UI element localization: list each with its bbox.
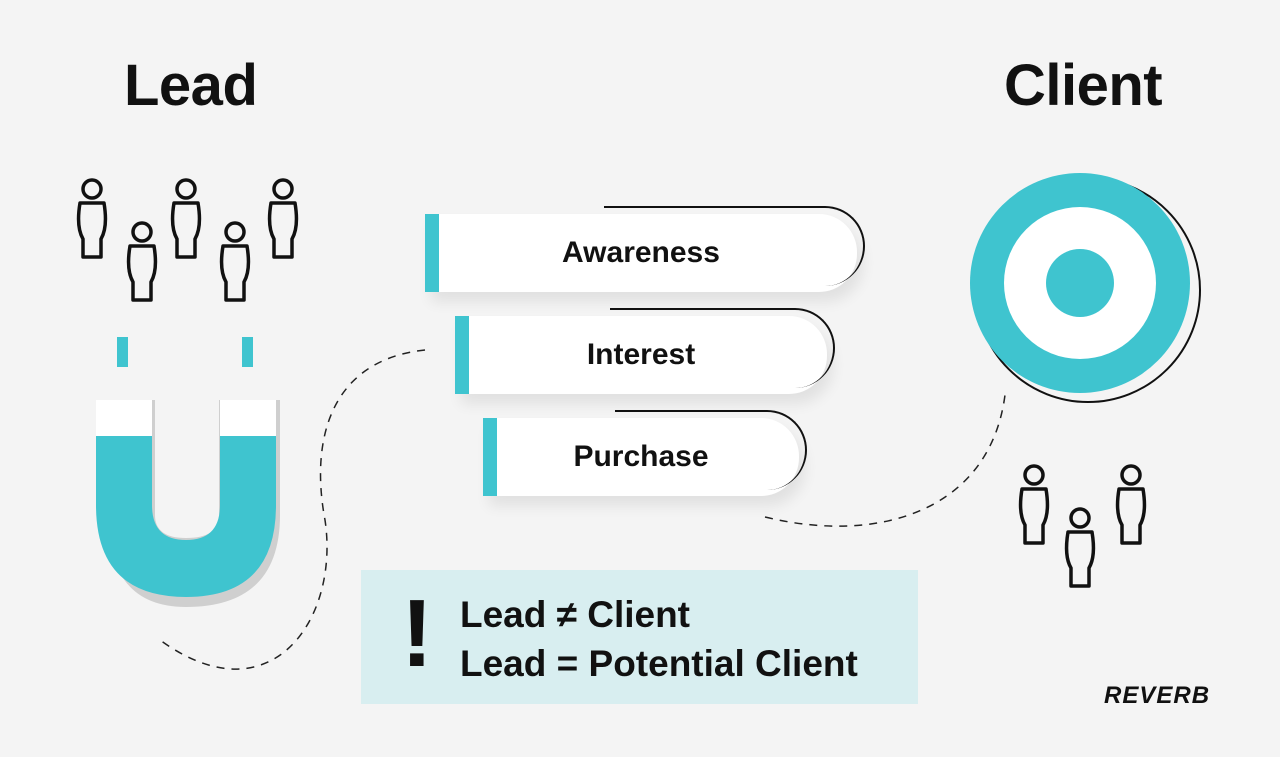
stage-label: Purchase <box>573 440 709 473</box>
note-box: ! Lead ≠ Client Lead = Potential Client <box>361 570 918 704</box>
stage-accent-bar <box>455 316 469 394</box>
stage-accent-bar <box>483 418 497 496</box>
stage-purchase: Purchase <box>483 410 807 496</box>
stage-interest: Interest <box>455 308 835 394</box>
stage-awareness: Awareness <box>425 206 865 292</box>
note-line-2: Lead = Potential Client <box>460 643 858 684</box>
stage-accent-bar <box>425 214 439 292</box>
dashed-connector-right <box>764 394 1006 527</box>
stage-label: Awareness <box>562 236 720 269</box>
lead-title: Lead <box>124 53 258 118</box>
client-people-icon <box>1018 464 1147 588</box>
brand-logo: REVERB <box>1104 682 1211 709</box>
client-title: Client <box>1004 53 1163 118</box>
note-line-1: Lead ≠ Client <box>460 594 691 635</box>
target-icon <box>970 173 1201 403</box>
stage-label: Interest <box>586 338 696 371</box>
exclamation-icon: ! <box>401 580 433 687</box>
dashed-connector-left <box>159 349 426 670</box>
magnet-icon <box>96 337 280 607</box>
lead-people-icon <box>76 178 299 302</box>
